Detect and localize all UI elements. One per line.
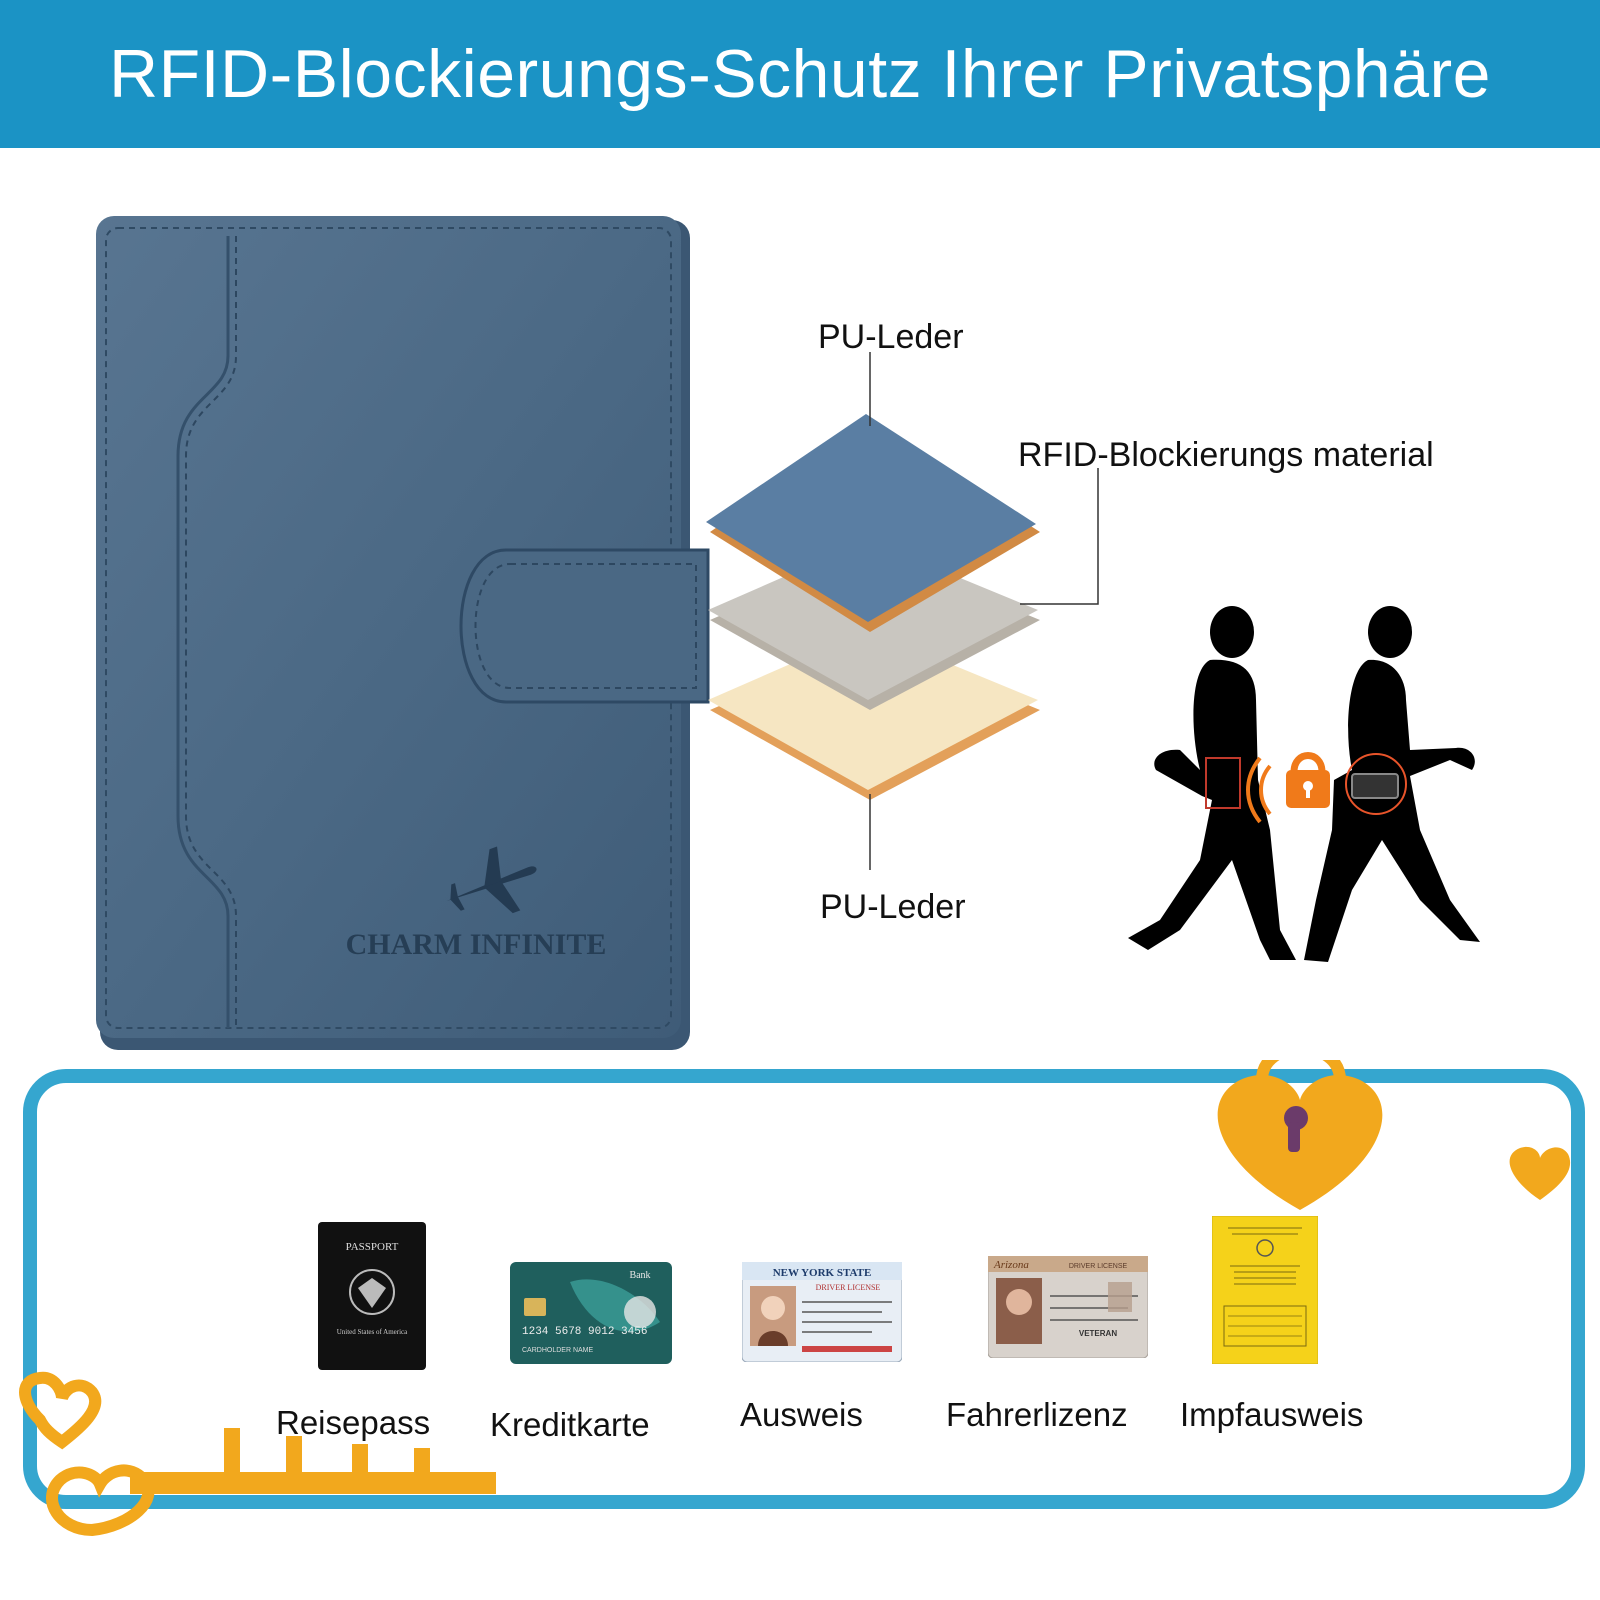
label-ausweis: Ausweis: [740, 1396, 863, 1433]
label-fahrerlizenz: Fahrerlizenz: [946, 1396, 1128, 1433]
label-impfausweis: Impfausweis: [1180, 1396, 1364, 1433]
header-banner: RFID-Blockierungs-Schutz Ihrer Privatsph…: [0, 0, 1600, 148]
people-walking-icon: [1128, 606, 1480, 962]
layer-label-middle: RFID-Blockierungs material: [1018, 436, 1434, 474]
lock-icon: [1246, 752, 1330, 824]
wallet-image: CHARM INFINITE: [96, 216, 710, 1050]
layer-label-top: PU-Leder: [818, 318, 964, 356]
svg-text:DRIVER LICENSE: DRIVER LICENSE: [816, 1283, 881, 1292]
vaccination-card-icon: [1211, 1215, 1319, 1365]
passport-icon: PASSPORT United States of America: [318, 1222, 426, 1370]
svg-text:CARDHOLDER NAME: CARDHOLDER NAME: [522, 1347, 594, 1354]
svg-text:VETERAN: VETERAN: [1079, 1329, 1117, 1338]
label-kreditkarte: Kreditkarte: [490, 1406, 650, 1443]
material-layers: [700, 300, 1120, 940]
walking-people-illustration: [1120, 600, 1520, 1000]
layers-graphic: [706, 352, 1099, 870]
svg-text:PASSPORT: PASSPORT: [346, 1241, 399, 1253]
svg-text:1234 5678 9012 3456: 1234 5678 9012 3456: [522, 1326, 647, 1338]
key-icon: [19, 1371, 496, 1537]
id-card-icon: NEW YORK STATE DRIVER LICENSE: [741, 1261, 903, 1363]
label-reisepass: Reisepass: [276, 1404, 431, 1441]
svg-text:Bank: Bank: [629, 1270, 650, 1281]
airplane-icon: [446, 846, 537, 914]
passport-wallet: CHARM INFINITE: [96, 216, 736, 1056]
banner-title: RFID-Blockierungs-Schutz Ihrer Privatsph…: [109, 36, 1491, 112]
wallet-brand: CHARM INFINITE: [346, 928, 607, 961]
svg-text:DRIVER LICENSE: DRIVER LICENSE: [1069, 1263, 1128, 1270]
svg-text:United States of America: United States of America: [337, 1328, 408, 1336]
credit-card-icon: Bank 1234 5678 9012 3456 CARDHOLDER NAME: [510, 1262, 672, 1364]
layer-label-bottom: PU-Leder: [820, 888, 966, 926]
svg-text:NEW YORK STATE: NEW YORK STATE: [773, 1267, 872, 1279]
svg-text:Arizona: Arizona: [993, 1259, 1029, 1271]
heart-icon: [1509, 1146, 1571, 1200]
driver-license-icon: Arizona DRIVER LICENSE VETERAN: [987, 1255, 1149, 1359]
